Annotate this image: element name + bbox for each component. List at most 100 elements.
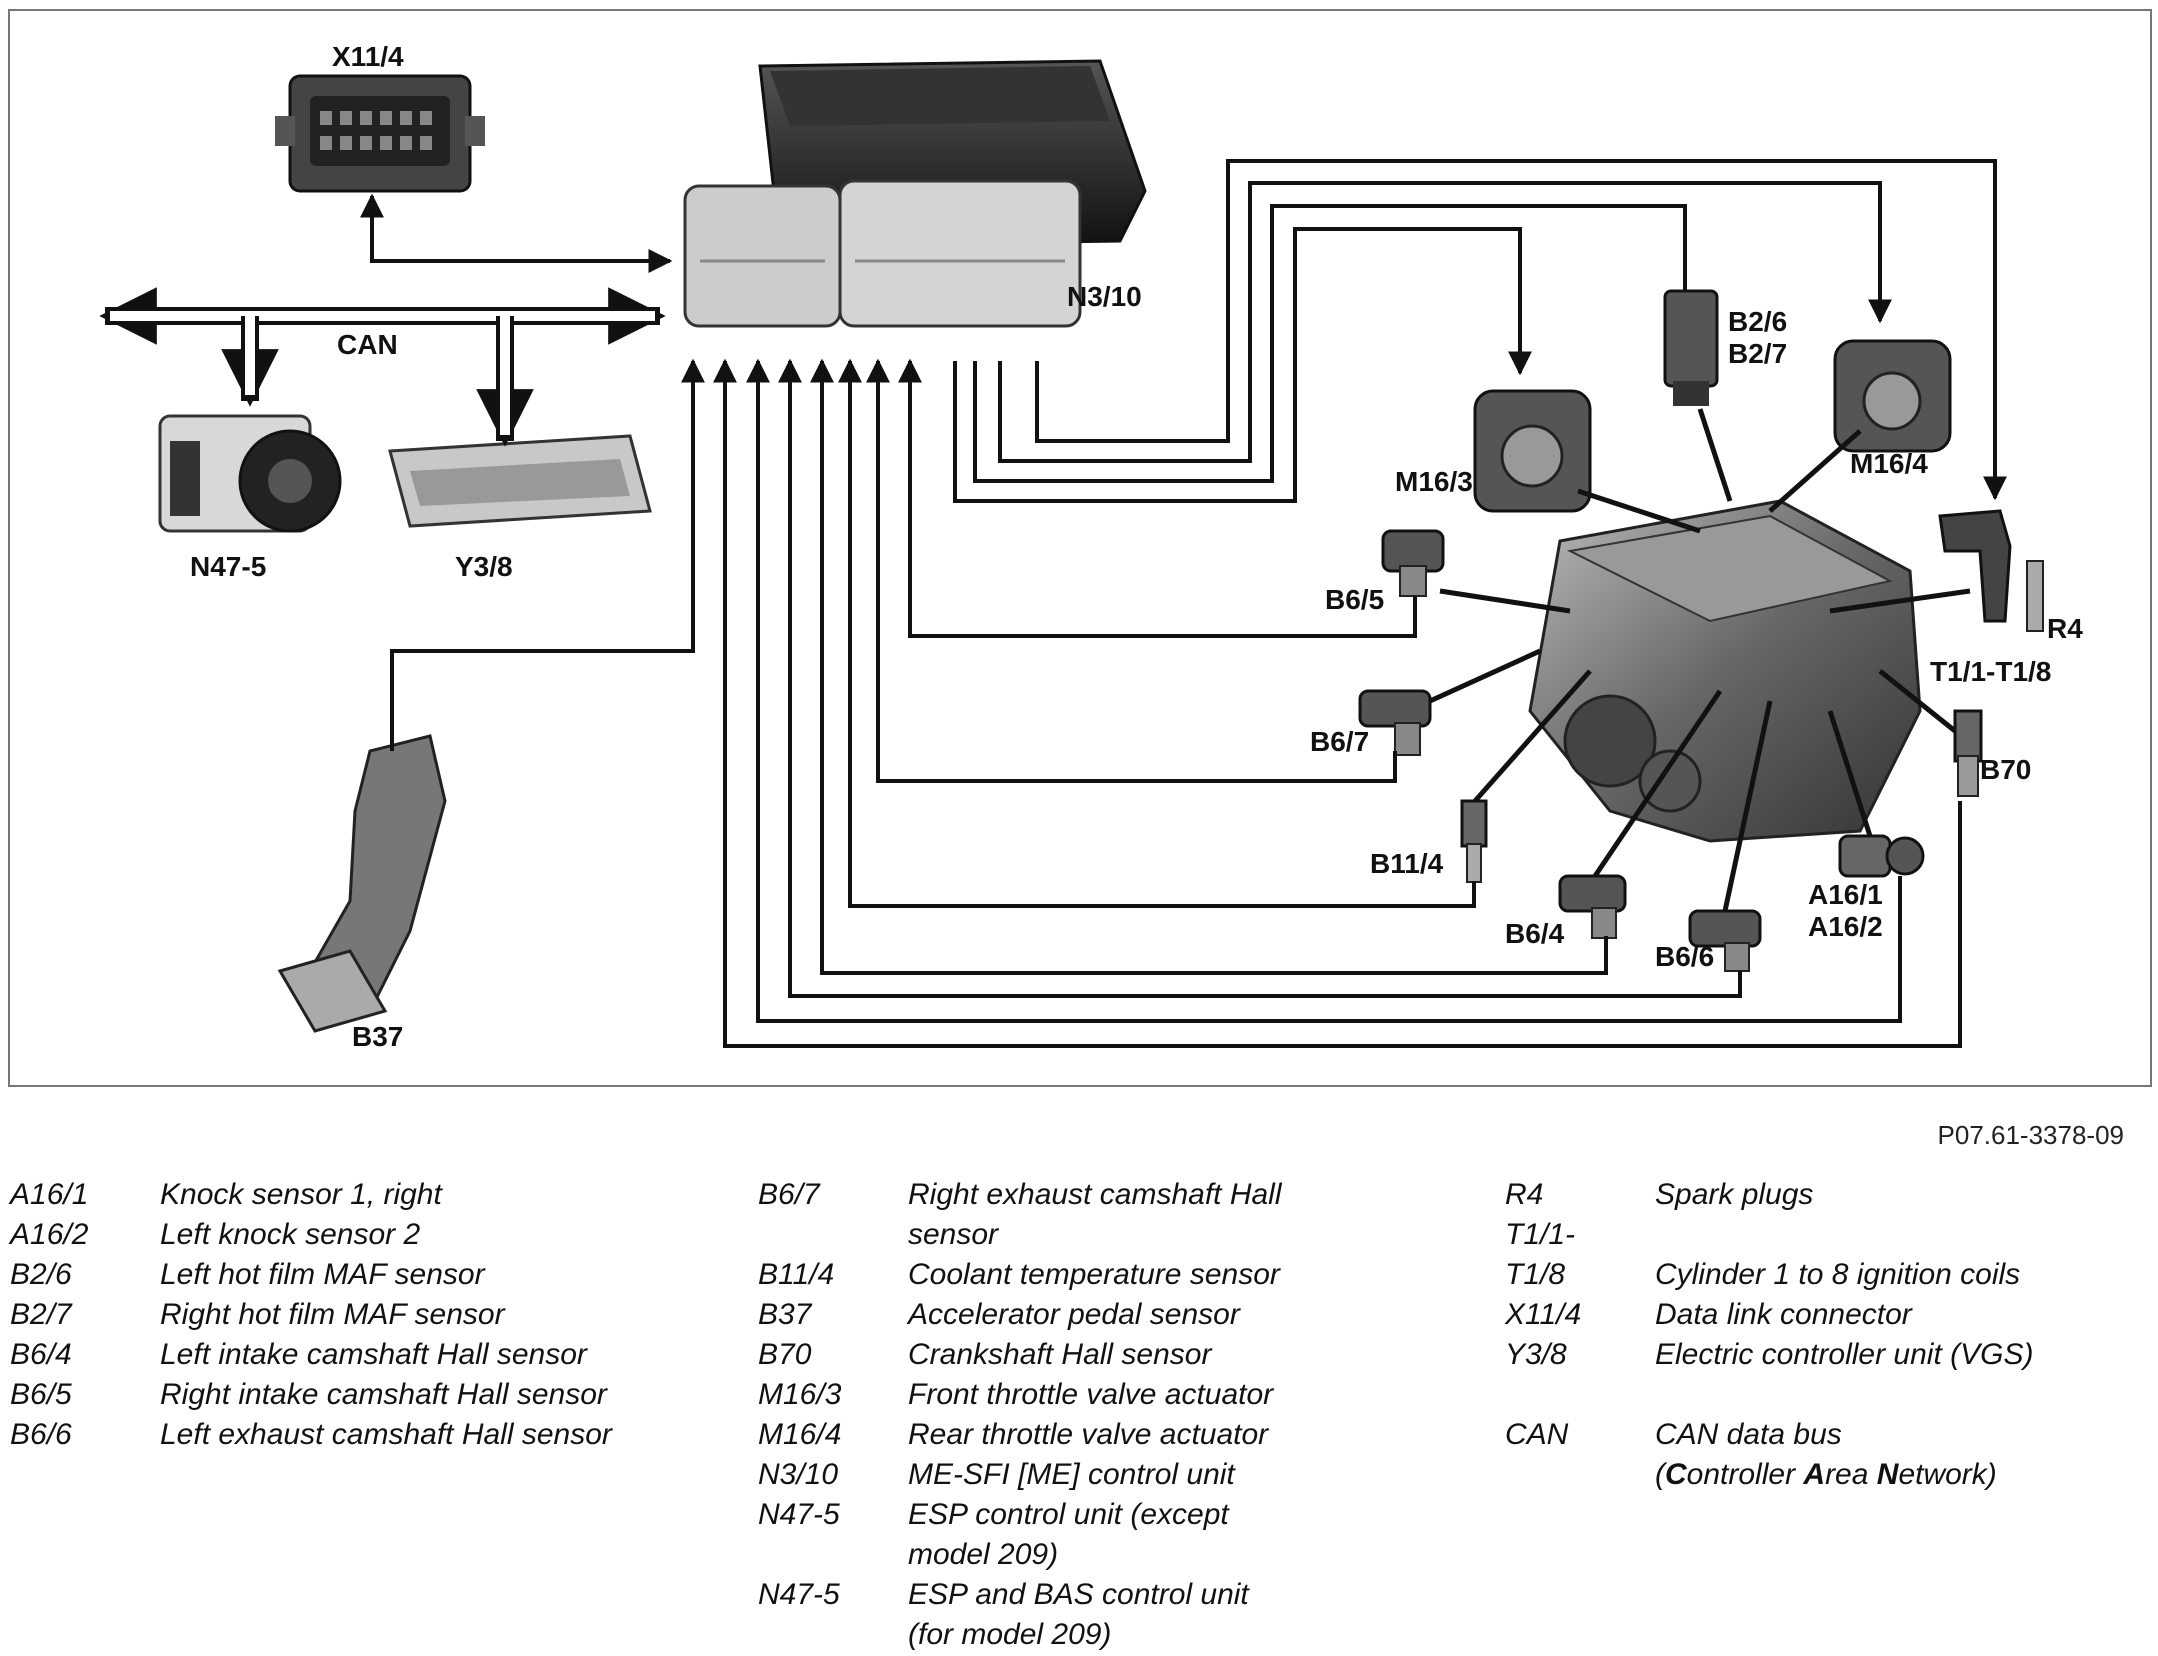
legend-desc: Right exhaust camshaft Hall sensor	[908, 1175, 1358, 1255]
legend-code: B70	[758, 1338, 812, 1371]
label-b37: B37	[352, 1021, 403, 1052]
legend-desc: Rear throttle valve actuator	[908, 1418, 1269, 1451]
sensor-input-wires	[390, 358, 1962, 1048]
legend-item: N3/10 ME-SFI [ME] control unit	[758, 1455, 1358, 1495]
wiring-diagram: X11/4 N3/10 CAN N47-5 Y3/8 B37 B2/6 B2/7…	[99, 41, 2083, 1052]
legend-desc: Knock sensor 1, right	[160, 1178, 442, 1211]
legend-code: B11/4	[758, 1258, 835, 1291]
legend-item: B70 Crankshaft Hall sensor	[758, 1335, 1358, 1375]
label-y3-8: Y3/8	[455, 551, 513, 582]
label-b11-4: B11/4	[1370, 848, 1444, 879]
legend-desc: Coolant temperature sensor	[908, 1258, 1280, 1291]
accelerator-pedal-sensor-b37	[277, 734, 447, 1033]
legend-desc: Left intake camshaft Hall sensor	[160, 1338, 587, 1371]
legend-code: B2/6	[10, 1258, 72, 1291]
actuator-wires	[953, 159, 2007, 503]
label-r4: R4	[2047, 613, 2083, 644]
legend-item: B6/7 Right exhaust camshaft Hall sensor	[758, 1175, 1358, 1255]
legend-desc: Accelerator pedal sensor	[908, 1298, 1240, 1331]
label-can: CAN	[337, 329, 398, 360]
label-a16-2: A16/2	[1808, 911, 1883, 942]
camshaft-hall-sensor-b6-4	[1558, 874, 1627, 939]
legend-desc: Left hot film MAF sensor	[160, 1258, 485, 1291]
label-n3-10: N3/10	[1067, 281, 1142, 312]
label-b6-6: B6/6	[1655, 941, 1714, 972]
hot-film-maf-sensor-b2-6-b2-7	[1663, 289, 1719, 406]
legend-code: N47-5	[758, 1578, 840, 1611]
can-bus	[99, 287, 666, 447]
legend-code: M16/3	[758, 1378, 842, 1411]
label-n47-5: N47-5	[190, 551, 266, 582]
legend-code: R4	[1505, 1178, 1544, 1211]
legend-item: B6/6 Left exhaust camshaft Hall sensor	[10, 1415, 710, 1455]
legend-code: X11/4	[1505, 1298, 1582, 1331]
legend-spacer	[1505, 1375, 2145, 1415]
spark-plug-r4	[2026, 560, 2044, 632]
legend-desc: Data link connector	[1655, 1298, 1912, 1331]
legend-desc-acronym: (Controller Area Network)	[1655, 1458, 1997, 1491]
legend-item: T1/1-	[1505, 1215, 2145, 1255]
label-b6-7: B6/7	[1310, 726, 1369, 757]
label-b2-6: B2/6	[1728, 306, 1787, 337]
label-b70: B70	[1980, 754, 2031, 785]
legend-code: B6/4	[10, 1338, 72, 1371]
legend-desc: ESP and BAS control unit (for model 209)	[908, 1575, 1358, 1655]
label-a16-1: A16/1	[1808, 879, 1883, 910]
data-link-connector-x11-4	[275, 74, 485, 193]
legend-code: B6/6	[10, 1418, 72, 1451]
legend-code: Y3/8	[1505, 1338, 1567, 1371]
legend-code: B2/7	[10, 1298, 72, 1331]
coolant-temperature-sensor-b11-4	[1460, 799, 1488, 883]
legend-item: A16/1 Knock sensor 1, right	[10, 1175, 710, 1215]
legend-desc: Crankshaft Hall sensor	[908, 1338, 1212, 1371]
component-labels: X11/4 N3/10 CAN N47-5 Y3/8 B37 B2/6 B2/7…	[190, 41, 2083, 1052]
legend-column-2: B6/7 Right exhaust camshaft Hall sensor B1…	[758, 1175, 1358, 1655]
legend-item: X11/4 Data link connector	[1505, 1295, 2145, 1335]
legend-desc: Left exhaust camshaft Hall sensor	[160, 1418, 612, 1451]
legend-code: A16/2	[10, 1218, 89, 1251]
front-throttle-valve-actuator-m16-3	[1473, 389, 1592, 513]
legend-desc: Right hot film MAF sensor	[160, 1298, 505, 1331]
legend-desc: Cylinder 1 to 8 ignition coils	[1655, 1258, 2021, 1291]
legend-item: B11/4 Coolant temperature sensor	[758, 1255, 1358, 1295]
legend-code: M16/4	[758, 1418, 842, 1451]
legend-desc-line: ESP control unit (except	[908, 1498, 1229, 1531]
esp-control-unit-n47-5	[158, 414, 342, 533]
legend-code: A16/1	[10, 1178, 89, 1211]
legend-code: B37	[758, 1298, 812, 1331]
legend-item: M16/4 Rear throttle valve actuator	[758, 1415, 1358, 1455]
legend-desc: ESP control unit (except model 209)	[908, 1495, 1358, 1575]
leader-lines	[1428, 408, 1971, 912]
legend-code: B6/7	[758, 1178, 820, 1211]
legend-desc: ME-SFI [ME] control unit	[908, 1458, 1235, 1491]
legend-desc-line: sensor	[908, 1218, 999, 1251]
legend-desc	[1655, 1215, 2145, 1255]
legend-desc-line: ESP and BAS control unit	[908, 1578, 1249, 1611]
legend-desc-line: Right exhaust camshaft Hall	[908, 1178, 1282, 1211]
crankshaft-hall-sensor-b70	[1953, 709, 1983, 797]
legend-code: T1/8	[1505, 1258, 1566, 1291]
diagnostic-link-wire	[360, 193, 673, 273]
legend-desc-line: model 209)	[908, 1538, 1059, 1571]
label-m16-4: M16/4	[1850, 448, 1928, 479]
knock-sensor-a16	[1838, 834, 1925, 878]
legend-desc-line: (for model 209)	[908, 1618, 1112, 1651]
label-b2-7: B2/7	[1728, 338, 1787, 369]
label-m16-3: M16/3	[1395, 466, 1473, 497]
electric-controller-unit-y3-8	[388, 434, 652, 528]
legend-desc: Front throttle valve actuator	[908, 1378, 1274, 1411]
legend-item: T1/8 Cylinder 1 to 8 ignition coils	[1505, 1255, 2145, 1295]
legend-item: M16/3 Front throttle valve actuator	[758, 1375, 1358, 1415]
legend-item: B37 Accelerator pedal sensor	[758, 1295, 1358, 1335]
label-x11-4: X11/4	[332, 41, 404, 72]
legend-item: B2/7 Right hot film MAF sensor	[10, 1295, 710, 1335]
legend-code: N3/10	[758, 1458, 839, 1491]
v8-engine	[1528, 499, 1922, 843]
